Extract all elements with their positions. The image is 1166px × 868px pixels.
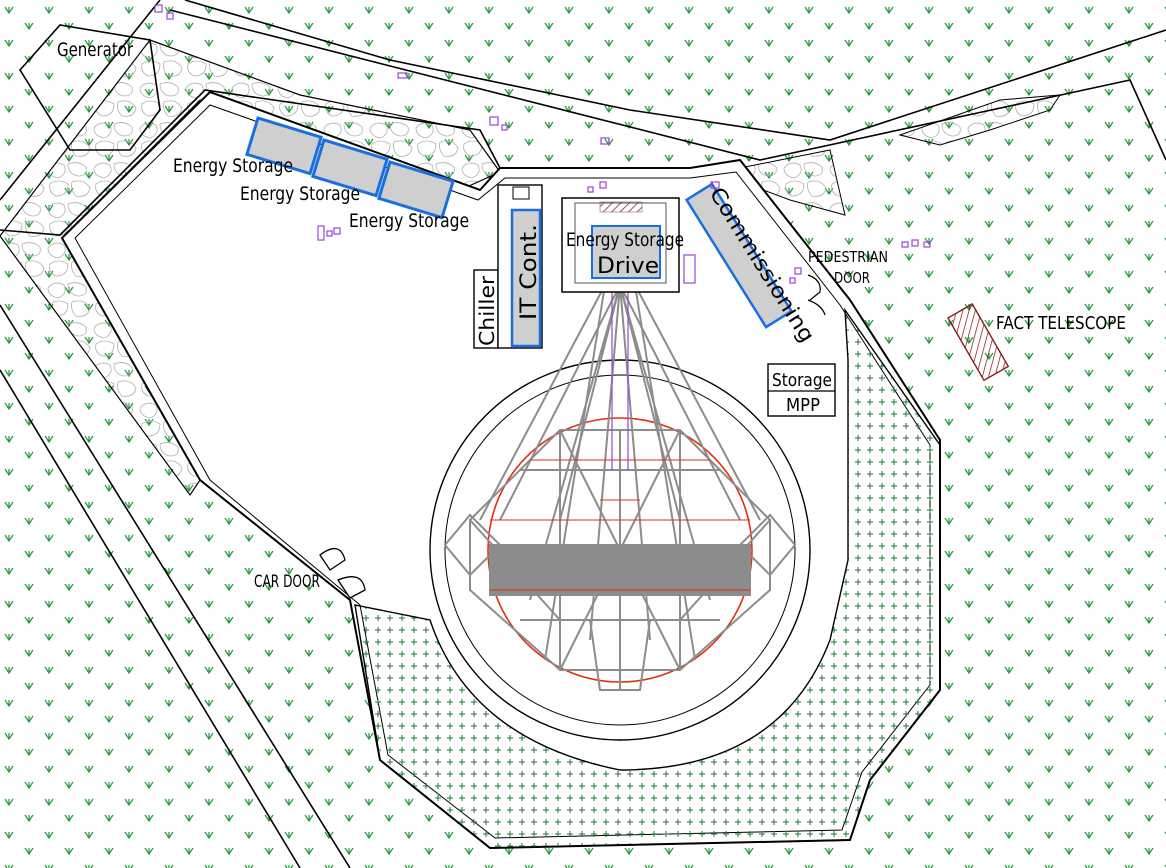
cable-duct bbox=[611, 285, 629, 470]
drive-top-rack bbox=[599, 201, 643, 213]
drive-box bbox=[591, 225, 661, 279]
energy-storage-containers bbox=[245, 116, 455, 220]
gravel-ring bbox=[354, 307, 941, 849]
energy-storage-label-1: Energy Storage bbox=[173, 155, 293, 177]
chiller-unit bbox=[473, 269, 499, 349]
platform-inner-circle bbox=[444, 374, 796, 726]
drive-label: Drive bbox=[597, 254, 659, 279]
energy-storage-container-2 bbox=[311, 138, 389, 198]
pedestrian-door-label-2: DOOR bbox=[834, 269, 870, 287]
fact-telescope-shape bbox=[947, 303, 1010, 382]
energy-storage-label-4: Energy Storage bbox=[566, 229, 684, 251]
it-container-vent bbox=[512, 186, 530, 200]
chiller-label: Chiller bbox=[475, 275, 499, 346]
drive-side-box bbox=[683, 254, 696, 284]
commissioning-container bbox=[684, 182, 794, 329]
pedestrian-door-symbol bbox=[807, 274, 826, 316]
mpp-label: MPP bbox=[786, 395, 820, 416]
pedestrian-door-label: PEDESTRIAN bbox=[808, 248, 888, 266]
it-container bbox=[510, 208, 542, 348]
storage-label: Storage bbox=[772, 370, 832, 391]
telescope-structure bbox=[443, 284, 797, 691]
storage-mpp-box bbox=[767, 363, 836, 417]
energy-storage-container-3 bbox=[377, 160, 455, 220]
energy-storage-container-1 bbox=[245, 116, 323, 176]
it-container-label: IT Cont. bbox=[517, 224, 542, 320]
stone-patch-right bbox=[898, 94, 1061, 146]
telescope-red-frame bbox=[490, 459, 750, 591]
car-door-symbol bbox=[319, 548, 366, 599]
fact-telescope-label: FACT TELESCOPE bbox=[996, 313, 1126, 334]
energy-storage-label-2: Energy Storage bbox=[240, 183, 360, 205]
equipment-markers bbox=[154, 4, 931, 284]
energy-storage-label-3: Energy Storage bbox=[349, 210, 469, 232]
generator-label: Generator bbox=[57, 39, 133, 61]
car-door-label: CAR DOOR bbox=[254, 572, 320, 592]
